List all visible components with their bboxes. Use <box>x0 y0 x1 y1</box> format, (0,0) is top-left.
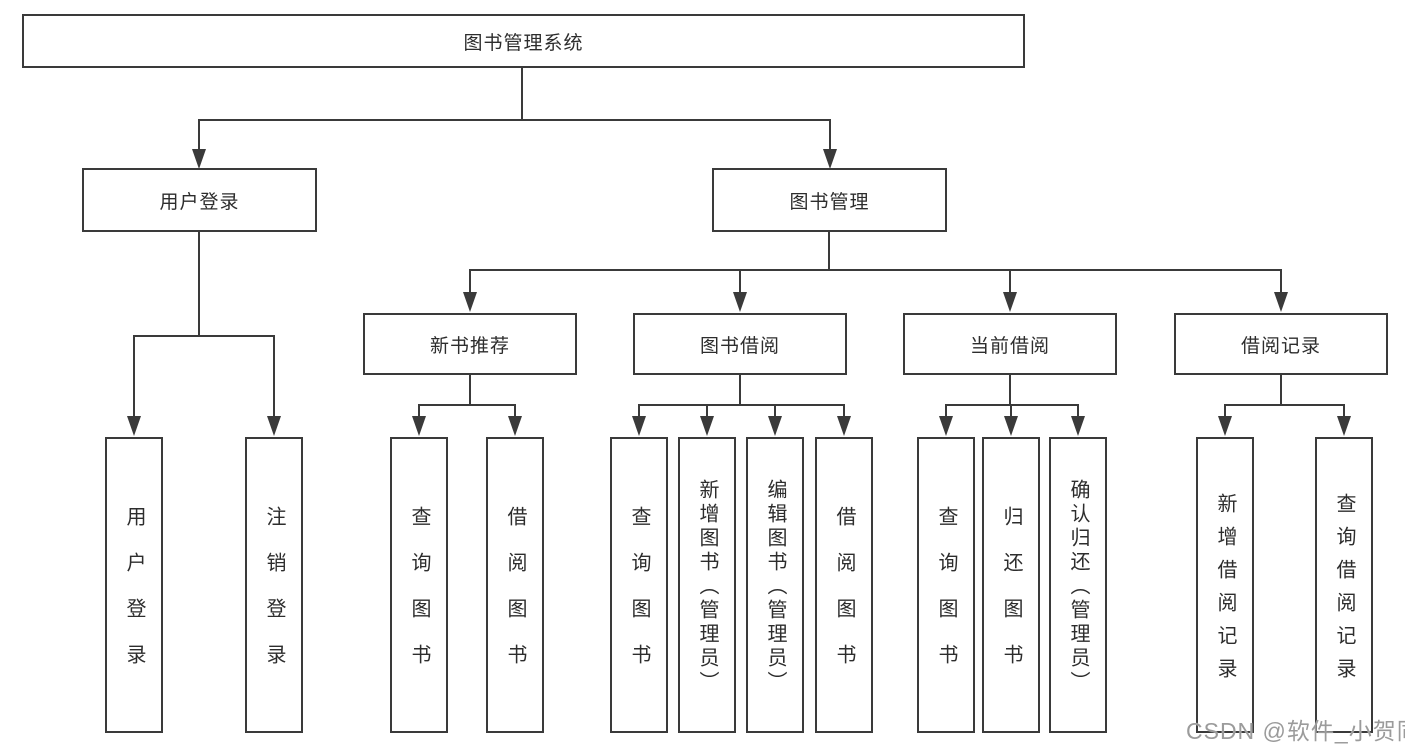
arrowhead-down-icon <box>1337 416 1351 436</box>
node-root: 图书管理系统 <box>22 14 1025 68</box>
connector-new-book-stem <box>469 375 471 406</box>
node-book-borrow-label: 图书借阅 <box>699 335 780 357</box>
leaf-label: 查询图书 <box>628 506 650 690</box>
leaf-query-books-2: 查询图书 <box>610 437 668 733</box>
connector-root-stem <box>521 68 523 120</box>
connector-borrow-records-branch <box>1224 404 1345 406</box>
connector-book-management-branch <box>469 269 1282 271</box>
connector-drop-leaf <box>945 404 947 418</box>
node-book-management: 图书管理 <box>712 168 947 232</box>
arrowhead-down-icon <box>700 416 714 436</box>
arrowhead-down-icon <box>508 416 522 436</box>
arrowhead-down-icon <box>127 416 141 436</box>
connector-drop-leaf <box>1343 404 1345 418</box>
leaf-borrow-books-1: 借阅图书 <box>486 437 544 733</box>
connector-book-borrow-branch <box>638 404 845 406</box>
leaf-borrow-books-2: 借阅图书 <box>815 437 873 733</box>
leaf-label: 确认归还（管理员） <box>1067 479 1089 695</box>
connector-new-book-branch <box>418 404 516 406</box>
connector-drop-leaf <box>418 404 420 418</box>
leaf-logout: 注销登录 <box>245 437 303 733</box>
arrowhead-down-icon <box>1004 416 1018 436</box>
arrowhead-down-icon <box>632 416 646 436</box>
arrowhead-down-icon <box>267 416 281 436</box>
node-root-label: 图书管理系统 <box>463 32 584 54</box>
arrowhead-down-icon <box>1003 292 1017 312</box>
leaf-label: 查询图书 <box>935 506 957 690</box>
connector-book-borrow-stem <box>739 375 741 406</box>
connector-drop-leaf <box>273 335 275 418</box>
arrowhead-down-icon <box>837 416 851 436</box>
connector-drop-user-login <box>198 119 200 150</box>
connector-drop-borrow-records <box>1280 269 1282 294</box>
arrowhead-down-icon <box>823 149 837 169</box>
node-new-book: 新书推荐 <box>363 313 577 375</box>
arrowhead-down-icon <box>463 292 477 312</box>
leaf-label: 借阅图书 <box>833 506 855 690</box>
leaf-label: 新增借阅记录 <box>1214 492 1236 691</box>
leaf-label: 用户登录 <box>123 506 145 690</box>
node-book-management-label: 图书管理 <box>789 191 870 213</box>
connector-drop-new-book <box>469 269 471 294</box>
connector-drop-book-management <box>829 119 831 150</box>
arrowhead-down-icon <box>192 149 206 169</box>
leaf-add-books-admin: 新增图书（管理员） <box>678 437 736 733</box>
node-user-login: 用户登录 <box>82 168 317 232</box>
connector-drop-current-borrow <box>1009 269 1011 294</box>
leaf-add-borrow-record: 新增借阅记录 <box>1196 437 1254 733</box>
node-borrow-records-label: 借阅记录 <box>1240 335 1321 357</box>
connector-drop-leaf <box>706 404 708 418</box>
connector-drop-leaf <box>133 335 135 418</box>
leaf-user-login: 用户登录 <box>105 437 163 733</box>
node-borrow-records: 借阅记录 <box>1174 313 1388 375</box>
node-new-book-label: 新书推荐 <box>429 335 510 357</box>
connector-drop-leaf <box>843 404 845 418</box>
leaf-edit-books-admin: 编辑图书（管理员） <box>746 437 804 733</box>
arrowhead-down-icon <box>733 292 747 312</box>
connector-current-borrow-stem <box>1009 375 1011 406</box>
connector-book-management-stem <box>828 232 830 271</box>
watermark-text: CSDN @软件_小贺同学 <box>1186 718 1405 744</box>
leaf-query-books-3: 查询图书 <box>917 437 975 733</box>
connector-borrow-records-stem <box>1280 375 1282 406</box>
leaf-label: 查询借阅记录 <box>1333 492 1355 691</box>
node-user-login-label: 用户登录 <box>159 191 240 213</box>
leaf-confirm-return-admin: 确认归还（管理员） <box>1049 437 1107 733</box>
arrowhead-down-icon <box>768 416 782 436</box>
node-book-borrow: 图书借阅 <box>633 313 847 375</box>
leaf-label: 新增图书（管理员） <box>696 479 718 695</box>
connector-drop-book-borrow <box>739 269 741 294</box>
arrowhead-down-icon <box>1218 416 1232 436</box>
leaf-query-books-1: 查询图书 <box>390 437 448 733</box>
arrowhead-down-icon <box>1071 416 1085 436</box>
connector-drop-leaf <box>1077 404 1079 418</box>
node-current-borrow: 当前借阅 <box>903 313 1117 375</box>
connector-drop-leaf <box>638 404 640 418</box>
connector-drop-leaf <box>1224 404 1226 418</box>
connector-user-login-branch <box>133 335 275 337</box>
arrowhead-down-icon <box>939 416 953 436</box>
leaf-query-borrow-record: 查询借阅记录 <box>1315 437 1373 733</box>
connector-root-branch <box>198 119 831 121</box>
arrowhead-down-icon <box>412 416 426 436</box>
leaf-label: 归还图书 <box>1000 506 1022 690</box>
arrowhead-down-icon <box>1274 292 1288 312</box>
connector-current-borrow-branch <box>945 404 1079 406</box>
connector-user-login-stem <box>198 232 200 337</box>
connector-drop-leaf <box>1010 404 1012 418</box>
connector-drop-leaf <box>514 404 516 418</box>
leaf-label: 注销登录 <box>263 506 285 690</box>
leaf-label: 查询图书 <box>408 506 430 690</box>
leaf-label: 借阅图书 <box>504 506 526 690</box>
connector-drop-leaf <box>774 404 776 418</box>
leaf-label: 编辑图书（管理员） <box>764 479 786 695</box>
leaf-return-books: 归还图书 <box>982 437 1040 733</box>
node-current-borrow-label: 当前借阅 <box>969 335 1050 357</box>
